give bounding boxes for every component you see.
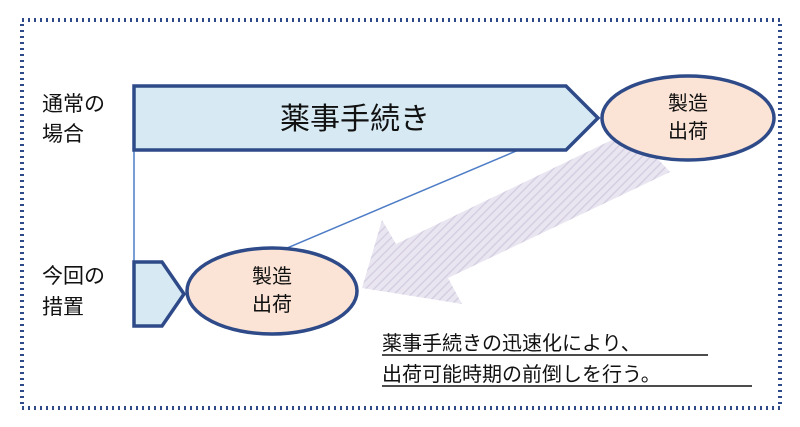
current-measure-line-2: 措置 xyxy=(42,295,84,319)
speedup-arrow xyxy=(362,138,670,304)
manufacture-ship-oval-top xyxy=(600,74,776,162)
oval-bottom-line-2: 出荷 xyxy=(252,292,292,316)
normal-case-line-1: 通常の xyxy=(42,92,105,116)
normal-case-line-2: 場合 xyxy=(42,122,84,146)
oval-bottom-line-1: 製造 xyxy=(252,264,292,288)
note-line-1: 薬事手続きの迅速化により、 xyxy=(382,331,641,355)
procedure-bar-label: 薬事手続き xyxy=(280,102,430,137)
note-line-2: 出荷可能時期の前倒しを行う。 xyxy=(382,362,661,386)
oval-top-line-2: 出荷 xyxy=(668,119,708,143)
measure-arrow xyxy=(132,260,187,328)
oval-top-line-1: 製造 xyxy=(668,91,708,115)
procedure-bar xyxy=(132,84,601,152)
current-measure-line-1: 今回の xyxy=(42,264,105,288)
dotted-frame xyxy=(20,18,782,410)
manufacture-ship-oval-bottom xyxy=(185,246,359,336)
